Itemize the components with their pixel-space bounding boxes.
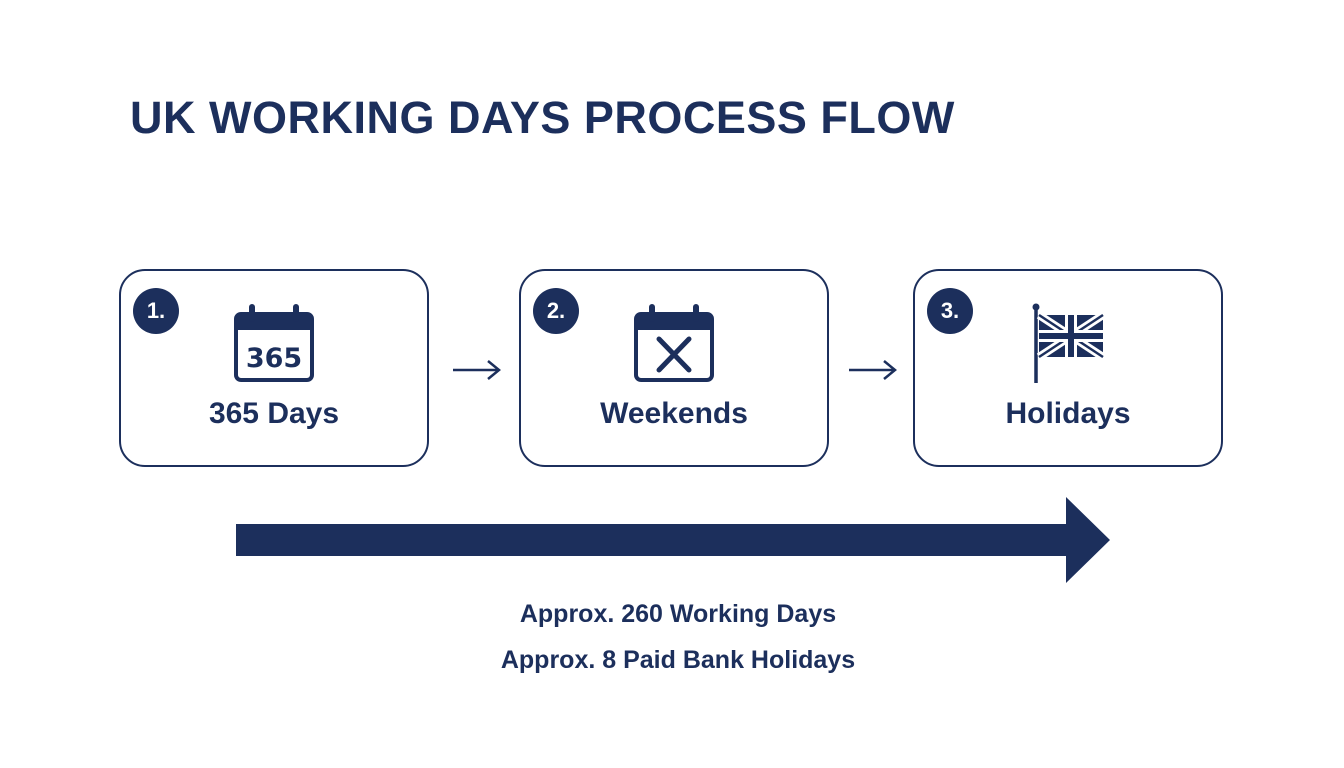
step-number-badge: 1. <box>133 288 179 334</box>
step-365-days: 1. 365 365 Days <box>119 269 429 467</box>
right-arrow-icon <box>849 360 897 380</box>
page-title: UK WORKING DAYS PROCESS FLOW <box>130 92 955 143</box>
result-bank-holidays: Approx. 8 Paid Bank Holidays <box>500 646 856 674</box>
calendar-x-icon <box>521 303 827 385</box>
result-working-days: Approx. 260 Working Days <box>519 600 837 628</box>
calendar-365-text: 365 <box>246 343 302 374</box>
step-number-badge: 2. <box>533 288 579 334</box>
step-label: 365 Days <box>208 397 340 430</box>
step-number-badge: 3. <box>927 288 973 334</box>
step-label: Weekends <box>600 397 748 430</box>
union-jack-flag-icon <box>915 303 1221 385</box>
right-arrow-icon <box>453 360 501 380</box>
step-weekends: 2. Weekends <box>519 269 829 467</box>
step-holidays: 3. Holidays <box>913 269 1223 467</box>
flow-arrow-icon <box>236 497 1110 583</box>
step-label: Holidays <box>1005 397 1131 430</box>
calendar-365-icon: 365 <box>121 303 427 385</box>
